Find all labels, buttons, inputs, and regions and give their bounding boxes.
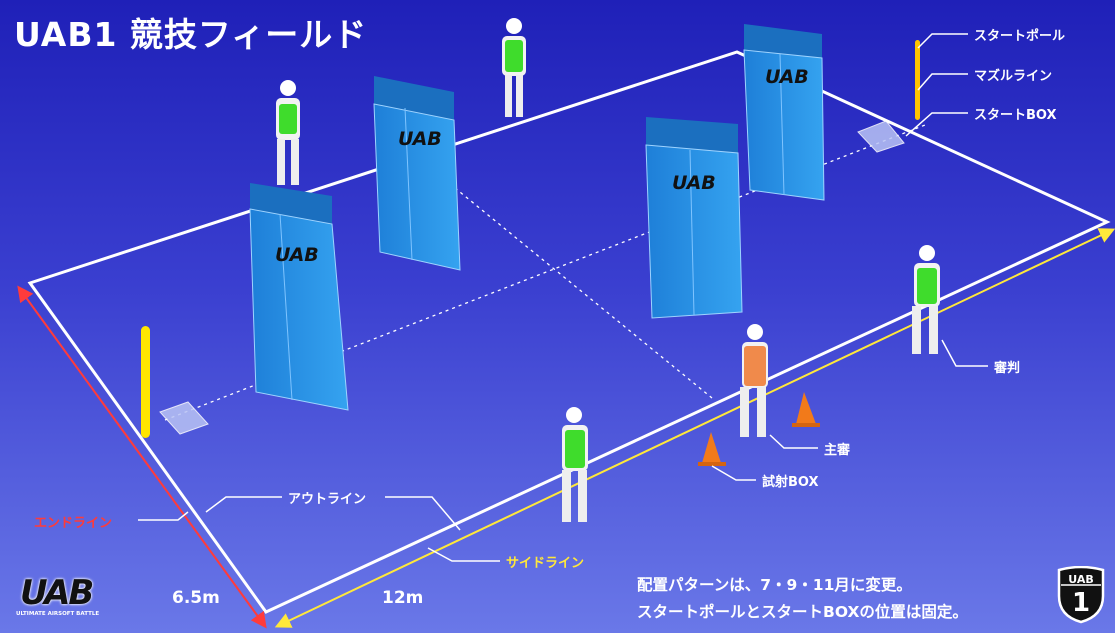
barrier-logo: UAB xyxy=(672,172,716,194)
barrier-logo: UAB xyxy=(765,66,809,88)
staff-top-mid xyxy=(502,18,526,117)
uab1-badge: UAB 1 xyxy=(1056,565,1106,624)
badge-label: UAB xyxy=(1068,573,1094,586)
staff-front xyxy=(562,407,588,522)
barrier-4 xyxy=(743,24,825,201)
label-judge: 審判 xyxy=(994,361,1021,376)
logo-text: UAB xyxy=(20,573,94,613)
label-outline: アウトライン xyxy=(288,492,367,507)
chief-judge xyxy=(740,324,768,437)
barrier-3 xyxy=(645,117,743,319)
label-sideline: サイドライン xyxy=(506,556,585,571)
leader-lines xyxy=(138,33,988,562)
label-test-box: 試射BOX xyxy=(762,475,819,490)
dimension-length: 12m xyxy=(382,588,424,608)
barrier-2 xyxy=(373,76,461,271)
endline-arrow xyxy=(17,285,267,629)
judge-right xyxy=(912,245,940,354)
note-line-1: 配置パターンは、7・9・11月に変更。 xyxy=(637,576,912,594)
label-start-pole: スタートポール xyxy=(974,29,1066,44)
note-line-2: スタートポールとスタートBOXの位置は固定。 xyxy=(637,603,968,621)
logo-tagline: ULTIMATE AIRSOFT BATTLE xyxy=(16,611,100,617)
start-box-left xyxy=(159,401,209,435)
page-title: UAB1 競技フィールド xyxy=(14,15,368,54)
uab-logo: UAB ULTIMATE AIRSOFT BATTLE xyxy=(14,567,114,623)
cone-2 xyxy=(698,432,726,466)
outline xyxy=(27,50,1111,614)
dimension-width: 6.5m xyxy=(172,588,220,608)
staff-top-left xyxy=(276,80,300,185)
label-endline: エンドライン xyxy=(34,516,113,531)
label-chief-judge: 主審 xyxy=(824,443,851,458)
start-pole-right xyxy=(915,40,920,120)
shield-icon xyxy=(1057,565,1105,624)
label-muzzle-line: マズルライン xyxy=(974,69,1053,84)
sideline-arrow xyxy=(274,228,1115,628)
badge-number: 1 xyxy=(1071,588,1091,618)
barrier-logo: UAB xyxy=(398,128,442,150)
start-pole-left xyxy=(141,326,150,438)
start-box-right xyxy=(857,120,905,153)
label-start-box: スタートBOX xyxy=(974,108,1057,123)
barrier-logo: UAB xyxy=(275,244,319,266)
barrier-1 xyxy=(249,183,349,411)
cone-1 xyxy=(792,392,820,427)
